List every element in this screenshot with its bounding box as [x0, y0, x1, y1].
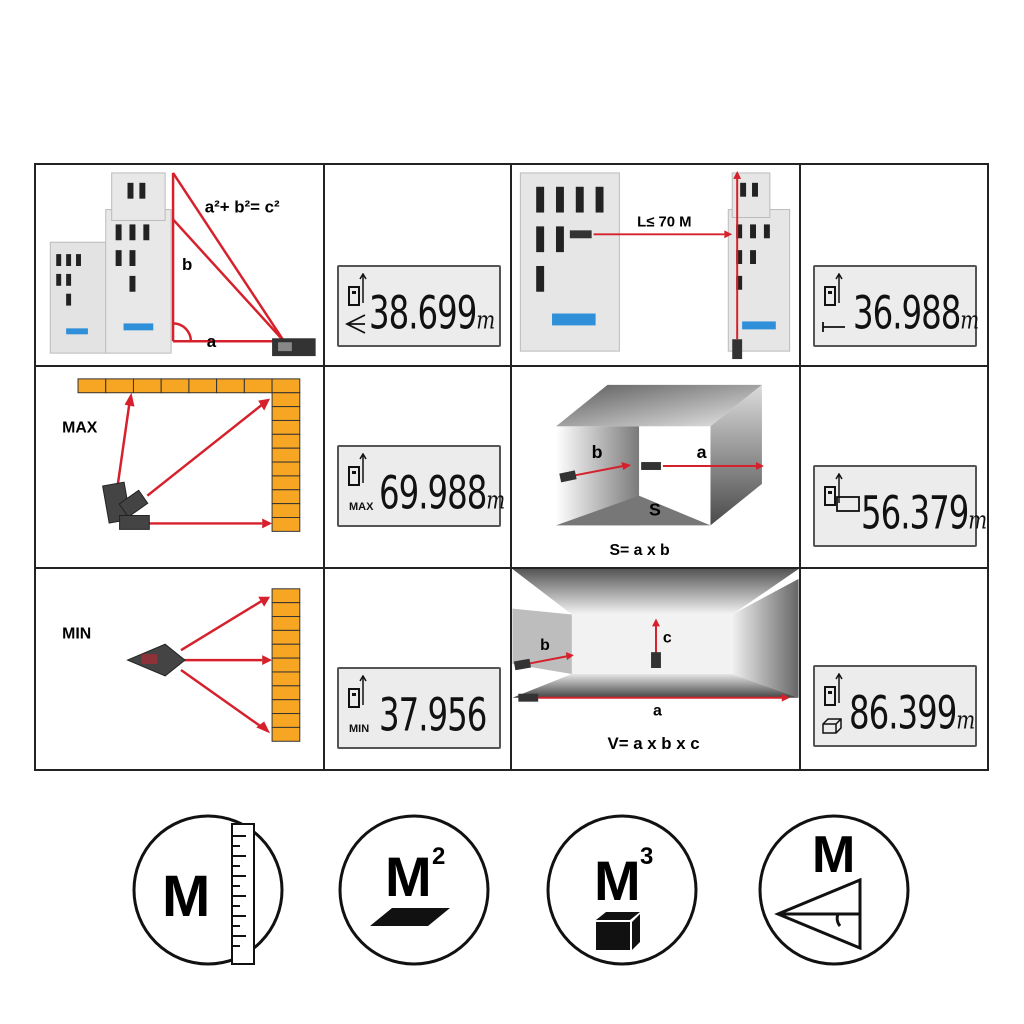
area-scene: b a S S= a x b — [510, 365, 801, 569]
triangle-angle-icon: M — [758, 814, 910, 966]
device-icon — [348, 273, 367, 306]
area-b-label: b — [592, 442, 603, 462]
lcd-mode: MAX — [349, 501, 374, 513]
device-icon — [348, 675, 367, 708]
max-label: MAX — [62, 419, 98, 436]
pythagorean-display-cell: 38.699m — [323, 163, 512, 367]
volume-cube-icon: M 3 — [546, 814, 698, 966]
side-b-label: b — [182, 255, 192, 274]
length-ruler-icon: M — [132, 814, 284, 966]
lcd-display: 86.399m — [813, 665, 977, 747]
lcd-value: 56.379m — [861, 488, 988, 540]
lcd-value: 37.956 — [379, 690, 487, 742]
lcd-display: 56.379m — [813, 465, 987, 547]
distance-illustration: L≤ 70 M — [519, 170, 791, 360]
angle-icon — [345, 314, 366, 334]
area-mode-label: M — [385, 845, 432, 908]
device-icon — [348, 453, 367, 486]
function-grid: a²+ b²= c² b a 38.699m — [34, 163, 989, 771]
lcd-display: 36.988m — [813, 265, 980, 347]
distance-scene: L≤ 70 M — [510, 163, 801, 367]
volume-display-cell: 86.399m — [799, 567, 989, 771]
device-icon — [824, 673, 843, 706]
triangle-mode-label: M — [812, 826, 855, 884]
volume-mode-exponent: 3 — [640, 843, 653, 870]
lcd-value: 86.399m — [849, 688, 976, 740]
length-label: M — [162, 864, 210, 929]
lcd-value: 69.988m — [379, 468, 506, 520]
volume-b-label: b — [540, 637, 550, 654]
area-mode-exponent: 2 — [432, 843, 445, 870]
volume-c-label: c — [663, 629, 672, 646]
max-illustration: MAX — [62, 378, 301, 532]
distance-icon — [822, 322, 845, 332]
volume-formula: V= a x b x c — [607, 734, 699, 753]
min-scene: MIN — [34, 567, 325, 771]
volume-mode-label: M — [594, 849, 641, 912]
volume-a-label: a — [653, 703, 662, 720]
max-scene: MAX — [34, 365, 325, 569]
volume-icon — [822, 718, 842, 734]
mode-icons-row: M M 2 M 3 M — [132, 814, 910, 966]
area-icon — [836, 496, 860, 512]
min-display-cell: MIN 37.956 — [323, 567, 512, 771]
pythagorean-formula: a²+ b²= c² — [205, 198, 280, 217]
max-display-cell: MAX 69.988m — [323, 365, 512, 569]
pythagorean-scene: a²+ b²= c² b a — [34, 163, 325, 367]
lcd-value: 38.699m — [369, 288, 496, 340]
device-icon — [824, 273, 843, 306]
area-illustration: b a S S= a x b — [555, 384, 764, 559]
lcd-mode: MIN — [349, 723, 370, 735]
area-a-label: a — [697, 442, 708, 462]
distance-display-cell: 36.988m — [799, 163, 989, 367]
lcd-display: MAX 69.988m — [337, 445, 505, 527]
min-illustration: MIN — [62, 588, 301, 742]
side-a-label: a — [207, 332, 217, 351]
device-icon — [824, 473, 843, 506]
lcd-value: 36.988m — [853, 288, 980, 340]
volume-scene: b c a V= a x b x c — [510, 567, 801, 771]
lcd-display: 38.699m — [337, 265, 501, 347]
area-plane-icon: M 2 — [338, 814, 490, 966]
area-display-cell: 56.379m — [799, 365, 989, 569]
area-formula: S= a x b — [609, 542, 670, 559]
min-label: MIN — [62, 625, 91, 642]
lcd-display: MIN 37.956 — [337, 667, 501, 749]
pythagorean-illustration: a²+ b²= c² b a — [49, 172, 316, 357]
volume-illustration: b c a V= a x b x c — [512, 569, 799, 753]
area-s-label: S — [649, 500, 661, 520]
range-label: L≤ 70 M — [637, 214, 691, 230]
